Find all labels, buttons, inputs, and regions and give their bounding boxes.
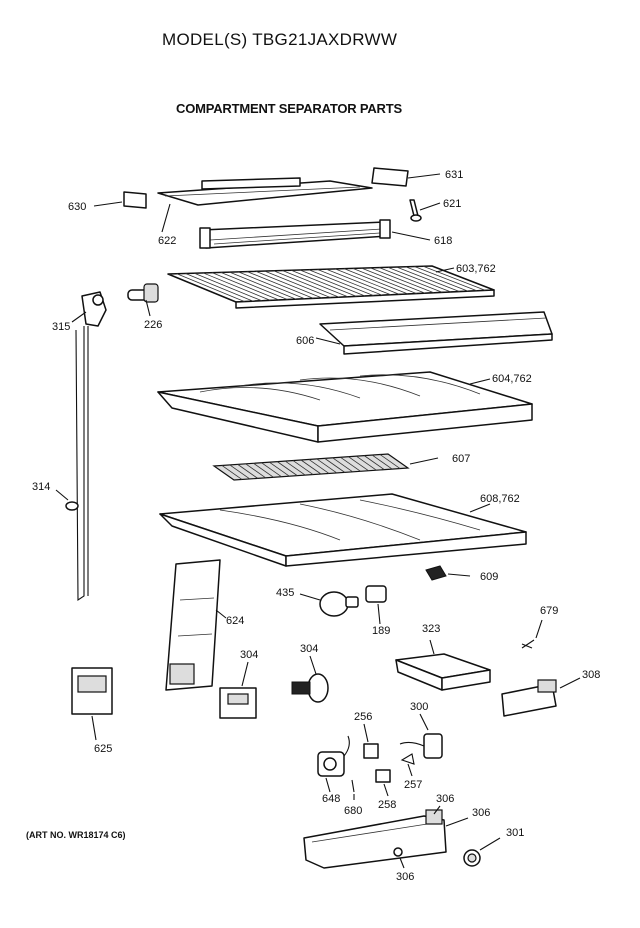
callout-679: 679 (540, 605, 558, 617)
callout-226: 226 (144, 319, 162, 331)
part-300-relay (399, 713, 443, 759)
callout-618: 618 (434, 235, 452, 247)
part-308-bracket (501, 677, 581, 717)
part-609-clip (425, 565, 471, 581)
callout-189: 189 (372, 625, 390, 637)
part-314-clip (55, 489, 79, 511)
callout-304b: 304 (300, 643, 318, 655)
part-622-cover-plate (157, 177, 373, 233)
part-607-mesh (212, 453, 439, 481)
part-680-pin (351, 779, 355, 800)
callout-323: 323 (422, 623, 440, 635)
callout-301: 301 (506, 827, 524, 839)
part-679-screw (521, 619, 543, 649)
part-618-rail (199, 219, 431, 249)
part-648-timer (317, 735, 350, 793)
callout-604: 604,762 (492, 373, 532, 385)
callout-603: 603,762 (456, 263, 496, 275)
callout-256: 256 (354, 711, 372, 723)
callout-258: 258 (378, 799, 396, 811)
part-625-housing (71, 667, 113, 741)
callout-314: 314 (32, 481, 50, 493)
callout-300: 300 (410, 701, 428, 713)
callout-625: 625 (94, 743, 112, 755)
callout-257: 257 (404, 779, 422, 791)
part-304-housing (219, 661, 257, 719)
callout-630: 630 (68, 201, 86, 213)
callout-304a: 304 (240, 649, 258, 661)
part-630-cap (93, 191, 147, 209)
callout-622: 622 (158, 235, 176, 247)
part-435-bulb (299, 591, 359, 617)
part-189-socket (365, 585, 387, 625)
model-title: MODEL(S) TBG21JAXDRWW (162, 30, 398, 49)
callout-435: 435 (276, 587, 294, 599)
part-226-socket (127, 283, 159, 317)
part-606-front-trim (315, 311, 553, 355)
callout-308: 308 (582, 669, 600, 681)
part-608-pan (159, 493, 527, 567)
callout-680: 680 (344, 805, 362, 817)
section-title: COMPARTMENT SEPARATOR PARTS (176, 101, 402, 116)
callout-648: 648 (322, 793, 340, 805)
part-624-channel (165, 559, 227, 691)
part-621-screw (409, 199, 441, 222)
callout-306a: 306 (436, 793, 454, 805)
callout-608: 608,762 (480, 493, 520, 505)
part-cable (75, 326, 89, 602)
part-315-bracket (71, 291, 107, 327)
callout-607: 607 (452, 453, 470, 465)
part-304-knob (291, 655, 329, 703)
callout-631: 631 (445, 169, 463, 181)
part-631-cover (371, 167, 441, 187)
part-603-wire-shelf (167, 265, 495, 309)
part-256-switch (363, 723, 379, 759)
callout-315: 315 (52, 321, 70, 333)
art-number: (ART NO. WR18174 C6) (26, 830, 126, 840)
part-301-knob (463, 837, 501, 867)
part-257-screw (400, 753, 415, 777)
callout-306b: 306 (472, 807, 490, 819)
callout-606: 606 (296, 335, 314, 347)
part-604-pan (157, 371, 533, 443)
part-306-bracket (303, 805, 469, 869)
callout-621: 621 (443, 198, 461, 210)
part-258-cap (375, 769, 391, 797)
part-323-control (395, 639, 491, 691)
callout-306c: 306 (396, 871, 414, 883)
callout-624: 624 (226, 615, 244, 627)
callout-609: 609 (480, 571, 498, 583)
